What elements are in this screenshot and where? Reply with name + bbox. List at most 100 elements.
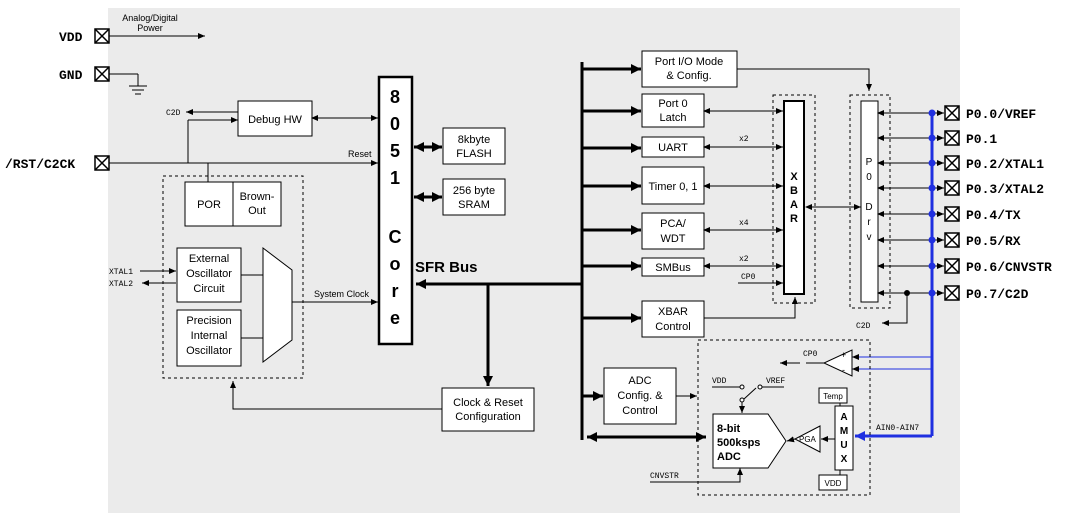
brownout-label-line1: Brown- [240, 191, 275, 203]
port-io-mode-line1: Port I/O Mode [655, 56, 723, 68]
xtal2-label: XTAL2 [109, 280, 133, 289]
cp0-comparator-label: CP0 [803, 350, 818, 359]
pga-label: PGA [799, 435, 817, 444]
rst-pin-label: /RST/C2CK [5, 157, 75, 172]
ext-osc-line3: Circuit [193, 283, 224, 295]
adc-config-line3: Control [622, 405, 657, 417]
pin-box-icon [944, 155, 960, 171]
gnd-pin-icon [94, 66, 110, 82]
clock-reset-config-block [441, 387, 535, 432]
pin-p0-1-label: P0.1 [966, 132, 997, 147]
pin-p0-7-label: P0.7/C2D [966, 287, 1029, 302]
pin-p0-0-label: P0.0/VREF [966, 107, 1036, 122]
analog-region-box [697, 339, 871, 496]
pin-box-icon [944, 130, 960, 146]
int-osc-line2: Internal [191, 330, 228, 342]
brownout-block [232, 181, 282, 227]
core-letter: 1 [390, 168, 400, 188]
system-clock-label: System Clock [314, 289, 370, 299]
xbar-letter: B [790, 185, 798, 197]
int-osc-line1: Precision [186, 315, 231, 327]
power-label-line2: Power [137, 23, 163, 33]
clock-reset-line1: Clock & Reset [453, 397, 523, 409]
adc-vref-label: VREF [766, 377, 785, 386]
flash-label-line1: 8kbyte [458, 134, 490, 146]
pin-p0-2-label: P0.2/XTAL1 [966, 157, 1044, 172]
int-osc-line3: Oscillator [186, 345, 232, 357]
pin-box-icon [944, 258, 960, 274]
pca-line1: PCA/ [660, 218, 687, 230]
pin-box-icon [944, 206, 960, 222]
timer-label: Timer 0, 1 [648, 181, 697, 193]
debug-hw-label: Debug HW [248, 114, 302, 126]
uart-label: UART [658, 142, 688, 154]
adc-label-line2: 500ksps [717, 437, 760, 449]
core-8051-block [377, 75, 414, 346]
p0drv-letter: D [865, 202, 872, 213]
amux-block [834, 405, 854, 471]
clock-reset-line2: Configuration [455, 411, 520, 423]
p0drv-letter: 0 [866, 172, 872, 183]
xbar-letter: A [790, 199, 798, 211]
external-oscillator-block [176, 247, 242, 303]
pin-p0-6-label: P0.6/CNVSTR [966, 260, 1052, 275]
amux-letter: A [840, 412, 847, 423]
pca-line2: WDT [660, 233, 685, 245]
adc-label-line3: ADC [717, 451, 741, 463]
sfr-bus-label: SFR Bus [415, 259, 478, 276]
cnvstr-label: CNVSTR [650, 472, 679, 481]
pin-p0-5-label: P0.5/RX [966, 234, 1021, 249]
timer-block [641, 166, 705, 205]
sram-label-line1: 256 byte [453, 185, 495, 197]
port0-latch-line2: Latch [660, 112, 687, 124]
sram-label-line2: SRAM [458, 199, 490, 211]
ext-osc-line1: External [189, 253, 229, 265]
internal-oscillator-block [176, 309, 242, 367]
core-letter: C [389, 227, 402, 247]
xbar-control-line2: Control [655, 321, 690, 333]
port-io-mode-line2: & Config. [666, 70, 711, 82]
vdd-amux-label: VDD [825, 479, 842, 488]
smbus-label: SMBus [655, 262, 691, 274]
pin-p0-3-label: P0.3/XTAL2 [966, 182, 1044, 197]
core-letter: 5 [390, 141, 400, 161]
c2d-debug-label: C2D [166, 109, 181, 118]
ain-label: AIN0-AIN7 [876, 424, 919, 433]
adc-label-line1: 8-bit [717, 423, 741, 435]
adc-vdd-label: VDD [712, 377, 727, 386]
power-label-line1: Analog/Digital [122, 13, 178, 23]
vdd-pin-icon [94, 28, 110, 44]
pin-box-icon [944, 232, 960, 248]
pin-box-icon [944, 285, 960, 301]
xbar-letter: X [790, 171, 798, 183]
p0drv-letter: v [867, 232, 872, 243]
adc-config-line1: ADC [628, 375, 651, 387]
core-letter: r [391, 281, 398, 301]
xbar-block [783, 100, 805, 295]
xbar-control-line1: XBAR [658, 306, 688, 318]
pin-box-icon [944, 105, 960, 121]
gnd-pin-label: GND [59, 68, 83, 83]
cp0-input-label: CP0 [741, 273, 756, 282]
pin-box-icon [944, 180, 960, 196]
clock-mux-icon [262, 246, 293, 364]
vdd-pin-label: VDD [59, 30, 83, 45]
reset-label: Reset [348, 149, 372, 159]
xtal1-label: XTAL1 [109, 268, 133, 277]
sram-block [442, 178, 506, 216]
x2-uart-label: x2 [739, 135, 749, 144]
p0-drv-block [860, 100, 879, 303]
core-letter: o [390, 254, 401, 274]
x2-smbus-label: x2 [739, 255, 749, 264]
xbar-letter: R [790, 213, 798, 225]
core-letter: 8 [390, 87, 400, 107]
clock-region-box [162, 175, 304, 379]
rst-pin-icon [94, 155, 110, 171]
vdd-amux-block [818, 474, 848, 491]
pga-icon [793, 425, 821, 453]
core-letter: e [390, 308, 400, 328]
comparator-icon [822, 349, 853, 377]
comparator-plus: + [841, 350, 846, 360]
x4-pca-label: x4 [739, 219, 749, 228]
